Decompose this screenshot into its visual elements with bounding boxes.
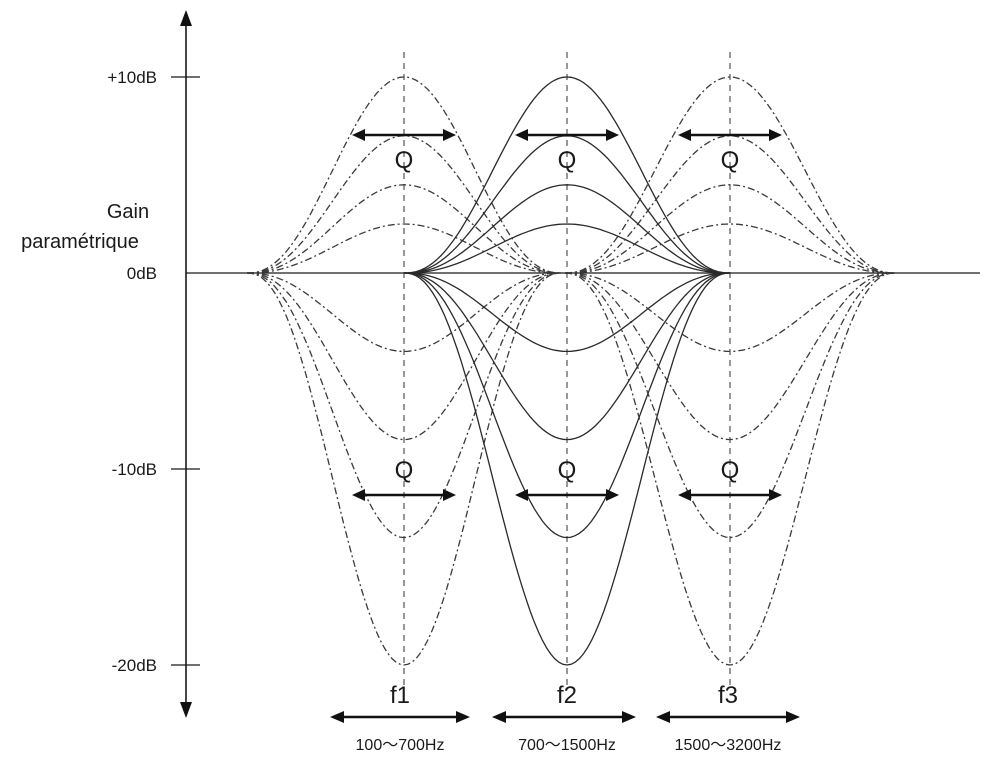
band-center-guides xyxy=(403,52,731,690)
q-label: Q xyxy=(721,457,740,484)
eq-curve-f2 xyxy=(403,184,731,274)
eq-curve-f2 xyxy=(404,272,730,353)
q-label: Q xyxy=(721,147,740,174)
eq-curve-f3 xyxy=(564,272,896,666)
band-range-arrow-head-right xyxy=(622,711,636,723)
eq-curve-f2 xyxy=(403,272,731,441)
eq-curve-f3 xyxy=(564,184,896,274)
band-range-f2: 700～1500Hz xyxy=(518,737,616,754)
eq-curves xyxy=(246,76,896,666)
q-width-arrow-head-left xyxy=(352,489,365,501)
q-width-arrow-head-left xyxy=(678,129,691,141)
eq-curve-f3 xyxy=(564,272,896,539)
eq-curve-f1 xyxy=(246,76,562,274)
band-range-arrow-head-left xyxy=(492,711,506,723)
band-name-f1: f1 xyxy=(390,682,410,709)
q-width-arrow-head-right xyxy=(606,489,619,501)
band-range-arrow-head-left xyxy=(656,711,670,723)
q-width-arrow-head-right xyxy=(769,129,782,141)
band-range-arrow-head-right xyxy=(786,711,800,723)
band-name-f2: f2 xyxy=(557,682,577,709)
y-axis-title-line1: Gain xyxy=(107,201,149,223)
q-label: Q xyxy=(395,147,414,174)
band-range-f3: 1500～3200Hz xyxy=(675,737,782,754)
y-axis-arrow-up xyxy=(180,10,192,26)
q-width-arrow-head-left xyxy=(352,129,365,141)
y-tick-label: -20dB xyxy=(112,656,157,675)
eq-curve-f2 xyxy=(403,272,731,666)
q-width-arrow-head-right xyxy=(443,489,456,501)
eq-curve-f1 xyxy=(246,184,562,274)
band-name-f3: f3 xyxy=(718,682,738,709)
band-range-arrow-head-right xyxy=(456,711,470,723)
eq-curve-f1 xyxy=(246,272,562,666)
eq-curve-f3 xyxy=(564,76,896,274)
y-tick-label: 0dB xyxy=(127,264,157,283)
eq-curve-f2 xyxy=(403,272,731,539)
q-label: Q xyxy=(558,147,577,174)
band-labels: f1 100～700Hz f2 700～1500Hz f3 1500～3200Hz xyxy=(330,682,800,754)
eq-curve-f3 xyxy=(565,223,895,274)
q-label: Q xyxy=(558,457,577,484)
eq-curve-f1 xyxy=(247,223,561,274)
eq-curve-f3 xyxy=(564,272,896,441)
q-width-arrow-head-left xyxy=(515,489,528,501)
q-width-arrow-head-right xyxy=(443,129,456,141)
eq-curve-f1 xyxy=(247,272,561,353)
q-label: Q xyxy=(395,457,414,484)
q-width-arrow-head-left xyxy=(678,489,691,501)
q-width-arrow-head-left xyxy=(515,129,528,141)
eq-curve-f3 xyxy=(565,272,895,353)
y-axis-ticks: +10dB 0dB -10dB -20dB xyxy=(107,68,200,675)
y-axis-title-line2: paramétrique xyxy=(21,231,139,253)
q-width-arrow-head-right xyxy=(769,489,782,501)
q-markers: Q Q Q Q Q Q xyxy=(352,129,782,501)
band-range-f1: 100～700Hz xyxy=(356,737,445,754)
y-tick-label: +10dB xyxy=(107,68,157,87)
eq-curve-f1 xyxy=(246,272,562,441)
y-tick-label: -10dB xyxy=(112,460,157,479)
y-axis-arrow-down xyxy=(180,702,192,718)
eq-curve-f2 xyxy=(404,223,730,274)
band-range-arrow-head-left xyxy=(330,711,344,723)
eq-curve-f2 xyxy=(403,76,731,274)
eq-curve-f3 xyxy=(564,135,896,274)
q-width-arrow-head-right xyxy=(606,129,619,141)
